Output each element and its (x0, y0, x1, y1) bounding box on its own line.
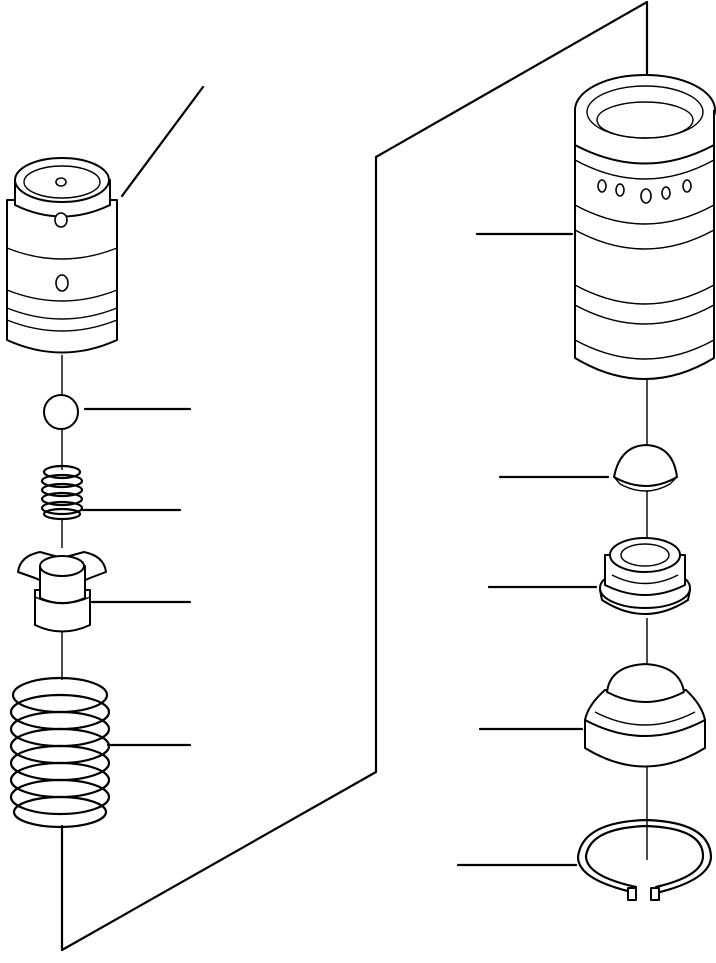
sleeve-body (574, 74, 716, 380)
check-ball (43, 394, 79, 430)
spring-seat (599, 537, 691, 615)
large-spring (9, 676, 111, 829)
snap-ring (576, 818, 713, 901)
assembly-frame-lines (60, 0, 649, 952)
small-spring (40, 464, 84, 521)
leader-spool-body (120, 85, 205, 198)
flanged-guide (17, 551, 107, 633)
dome-piston (613, 444, 678, 492)
stepped-piston (584, 663, 706, 768)
leader-lines (80, 85, 610, 867)
spool-body (6, 157, 118, 354)
